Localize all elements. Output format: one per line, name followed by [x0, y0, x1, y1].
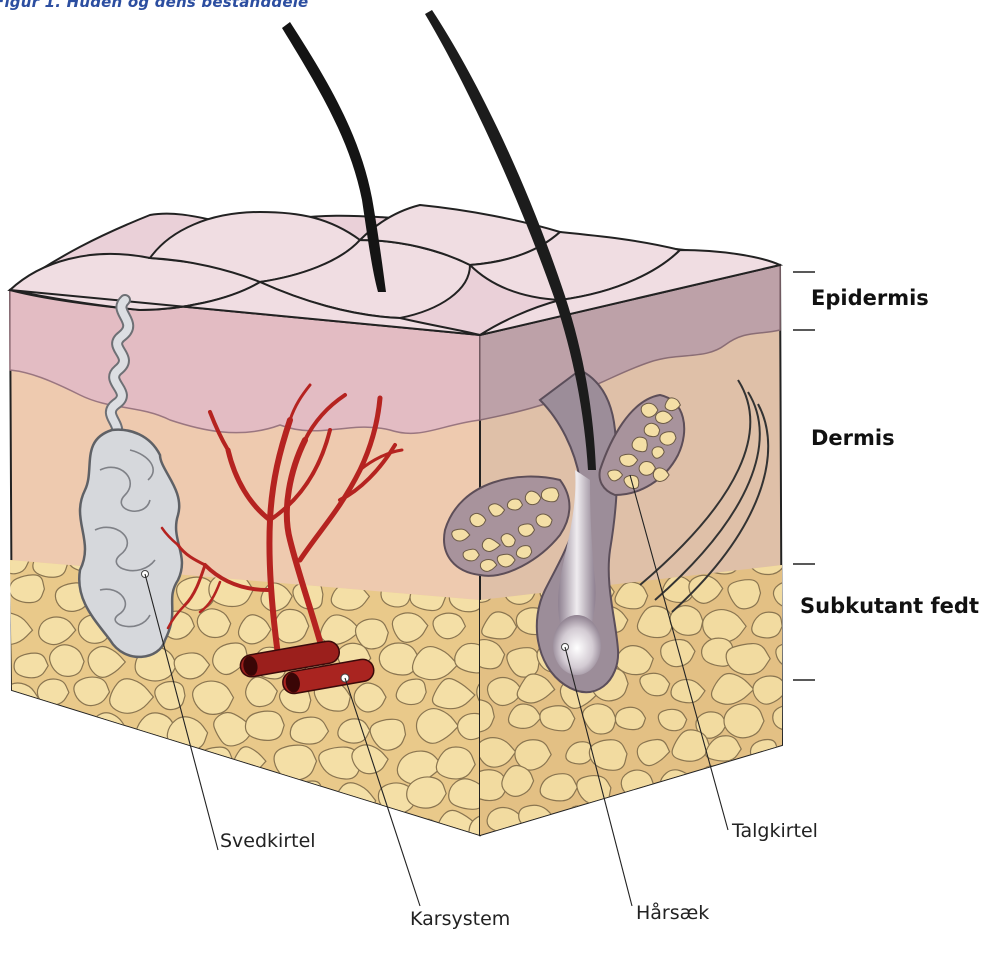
fat-lobule [59, 777, 99, 809]
fat-lobule [750, 739, 777, 765]
fat-lobule [765, 761, 805, 798]
fat-lobule [14, 653, 48, 678]
fat-lobule [595, 805, 630, 837]
fat-lobule [724, 704, 764, 738]
fat-lobule [111, 751, 144, 782]
fat-lobule [660, 770, 694, 798]
sebaceous-cell [541, 488, 559, 502]
sebaceous-cell [632, 437, 647, 452]
fat-lobule [621, 770, 653, 797]
fat-lobule [407, 777, 447, 808]
fat-lobule [360, 814, 389, 841]
fat-lobule [58, 719, 93, 747]
fat-lobule [787, 548, 817, 574]
fat-lobule [155, 821, 185, 849]
fat-lobule [216, 781, 251, 808]
label-hair-follicle: Hårsæk [636, 902, 709, 924]
fat-lobule [259, 785, 291, 809]
fat-lobule [20, 779, 53, 809]
fat-lobule [39, 745, 77, 779]
fat-lobule [181, 785, 216, 817]
label-sweat-gland: Svedkirtel [220, 830, 316, 852]
fat-lobule [290, 717, 328, 744]
fat-lobule [0, 757, 33, 783]
sebaceous-cell [463, 549, 479, 561]
label-vessels: Karsystem [410, 908, 510, 930]
label-subcutis: Subkutant fedt [800, 594, 979, 618]
sebaceous-cell [507, 499, 522, 510]
fat-lobule [84, 819, 115, 845]
fat-lobule [615, 707, 645, 729]
layer-ticks [793, 272, 815, 680]
fat-lobule [540, 706, 575, 731]
fat-lobule [319, 819, 351, 846]
fat-lobule [643, 804, 674, 827]
fat-lobule [274, 745, 316, 780]
fat-lobule [41, 823, 76, 850]
fat-lobule [776, 642, 810, 667]
fat-lobule [786, 672, 831, 705]
fat-lobule [115, 817, 156, 851]
fat-lobule [734, 768, 769, 795]
fat-lobule [82, 751, 119, 780]
fat-lobule [674, 805, 714, 835]
fat-lobule [199, 747, 232, 773]
label-epidermis: Epidermis [811, 286, 929, 310]
fat-lobule [563, 806, 598, 833]
label-dermis: Dermis [811, 426, 895, 450]
fat-lobule [245, 711, 284, 740]
fat-lobule [158, 751, 201, 784]
fat-lobule [90, 779, 125, 812]
label-sebaceous-gland: Talgkirtel [732, 820, 818, 842]
fat-lobule [10, 575, 45, 603]
fat-lobule [697, 766, 734, 796]
fat-lobule [135, 776, 178, 809]
fat-lobule [773, 704, 813, 733]
fat-lobule [274, 609, 309, 642]
fat-lobule [0, 811, 37, 844]
sebaceous-cell [644, 423, 660, 436]
fat-lobule [399, 819, 442, 851]
fat-lobule [15, 715, 58, 749]
sebaceous-cell [660, 432, 676, 446]
fat-lobule [788, 738, 823, 762]
